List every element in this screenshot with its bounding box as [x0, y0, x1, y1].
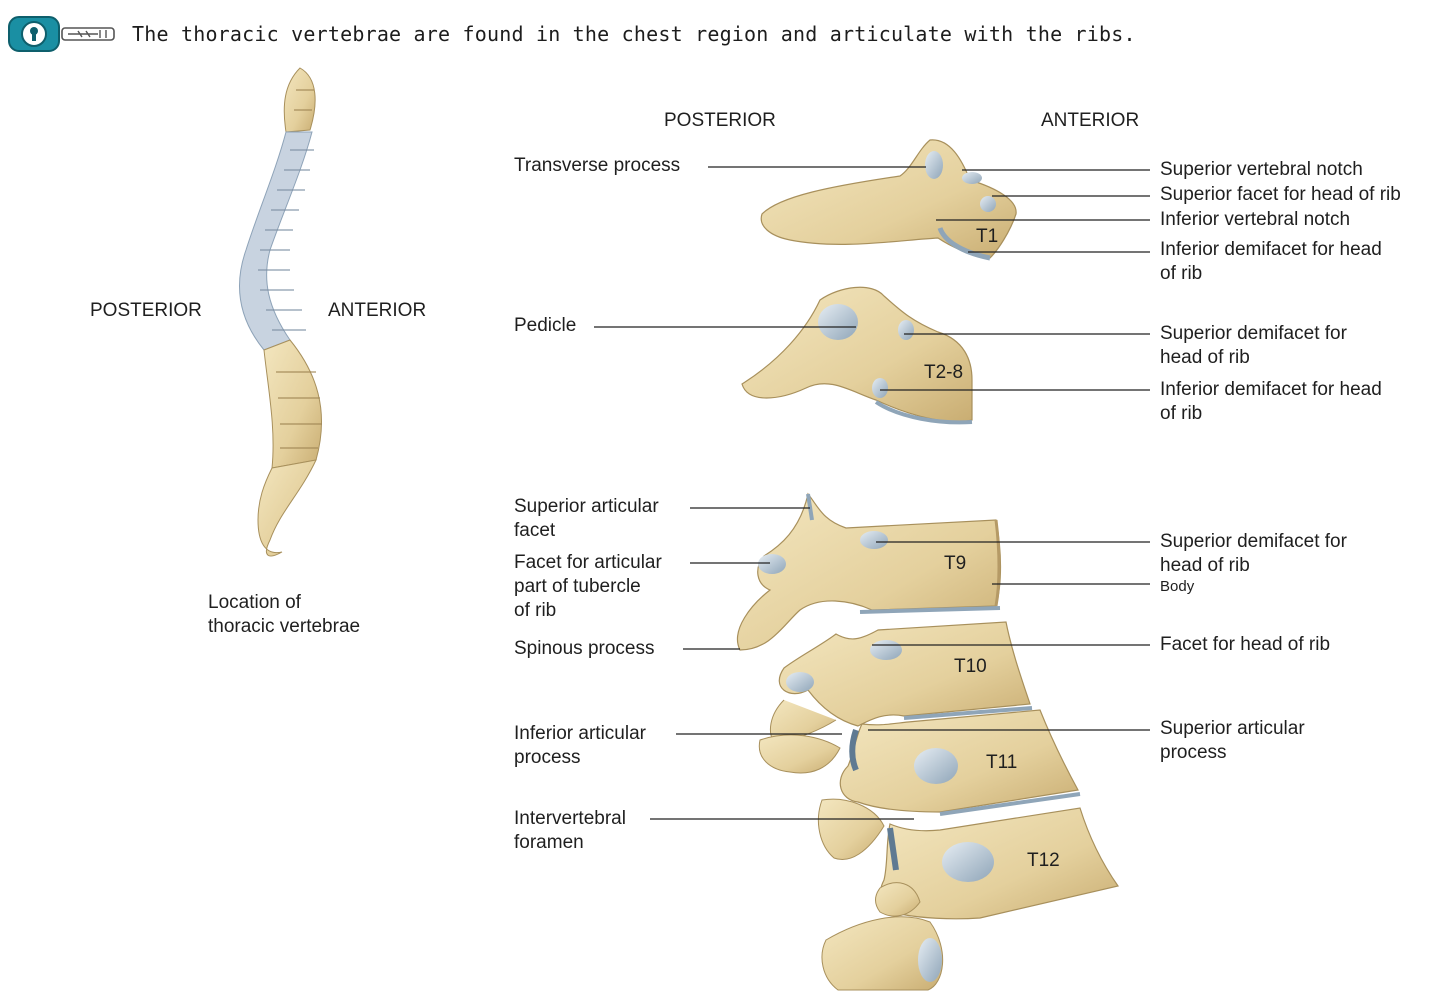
label-facet-head-rib: Facet for head of rib	[1160, 633, 1330, 657]
label-intervertebral-foramen-1: Intervertebral	[514, 807, 626, 831]
label-superior-vertebral-notch: Superior vertebral notch	[1160, 158, 1363, 182]
view-posterior-label: POSTERIOR	[664, 109, 776, 133]
spine-caption-line-1: Location of	[208, 591, 301, 615]
spine-caption-line-2: thoracic vertebrae	[208, 615, 360, 639]
spine-sacrum	[258, 460, 316, 556]
leader-lines	[594, 167, 1150, 819]
label-body: Body	[1160, 578, 1194, 596]
label-superior-demifacet-t9-2: head of rib	[1160, 554, 1250, 578]
label-inferior-articular-process-1: Inferior articular	[514, 722, 646, 746]
view-anterior-label: ANTERIOR	[1041, 109, 1139, 133]
label-superior-demifacet-t28-1: Superior demifacet for	[1160, 322, 1347, 346]
label-superior-articular-process-1: Superior articular	[1160, 717, 1305, 741]
label-superior-demifacet-t28-2: head of rib	[1160, 346, 1250, 370]
vertebra-t2-8	[742, 287, 972, 422]
vertebra-label-t2-8: T2-8	[924, 361, 963, 385]
vertebra-label-t12: T12	[1027, 849, 1060, 873]
label-inferior-articular-process-2: process	[514, 746, 581, 770]
vertebra-label-t10: T10	[954, 655, 987, 679]
label-intervertebral-foramen-2: foramen	[514, 831, 584, 855]
label-inferior-demifacet-t28-2: of rib	[1160, 402, 1202, 426]
label-pedicle: Pedicle	[514, 314, 576, 338]
label-superior-articular-process-2: process	[1160, 741, 1227, 765]
label-superior-articular-facet-1: Superior articular	[514, 495, 659, 519]
label-spinous-process: Spinous process	[514, 637, 654, 661]
vertebra-label-t11: T11	[986, 751, 1017, 775]
spine-posterior-label: POSTERIOR	[90, 299, 202, 323]
spine-anterior-label: ANTERIOR	[328, 299, 426, 323]
label-inferior-vertebral-notch: Inferior vertebral notch	[1160, 208, 1350, 232]
spine-illustration	[240, 68, 322, 556]
label-transverse-process: Transverse process	[514, 154, 680, 178]
label-superior-demifacet-t9-1: Superior demifacet for	[1160, 530, 1347, 554]
label-superior-facet-head-rib: Superior facet for head of rib	[1160, 183, 1401, 207]
label-facet-tubercle-3: of rib	[514, 599, 556, 623]
spine-thoracic	[240, 132, 312, 350]
label-inferior-demifacet-t1-2: of rib	[1160, 262, 1202, 286]
vertebra-label-t1: T1	[976, 225, 998, 249]
label-facet-tubercle-1: Facet for articular	[514, 551, 662, 575]
label-inferior-demifacet-t1-1: Inferior demifacet for head	[1160, 238, 1382, 262]
spine-cervical	[284, 68, 315, 132]
label-superior-articular-facet-2: facet	[514, 519, 555, 543]
vertebra-label-t9: T9	[944, 552, 966, 576]
label-facet-tubercle-2: part of tubercle	[514, 575, 641, 599]
label-inferior-demifacet-t28-1: Inferior demifacet for head	[1160, 378, 1382, 402]
